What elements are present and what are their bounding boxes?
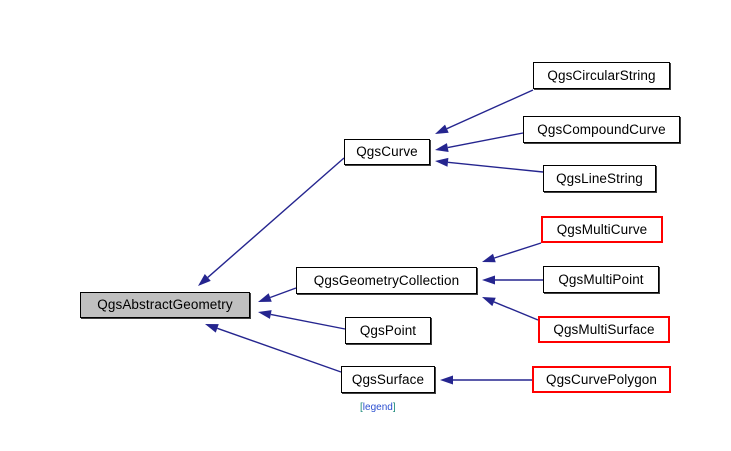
class-node-label: QgsCircularString xyxy=(547,67,656,83)
inheritance-arrow-multi-curve-to-geometry-collection xyxy=(482,242,542,263)
inheritance-arrow-multi-surface-to-geometry-collection xyxy=(482,297,539,321)
legend-open-bracket: [ xyxy=(360,402,363,413)
legend-label: legend xyxy=(362,402,393,413)
class-node-point[interactable]: QgsPoint xyxy=(345,317,431,344)
class-node-multi-curve[interactable]: QgsMultiCurve xyxy=(541,216,663,243)
class-node-label: QgsGeometryCollection xyxy=(313,272,460,288)
class-node-label: QgsMultiSurface xyxy=(553,321,655,337)
class-node-multi-surface[interactable]: QgsMultiSurface xyxy=(538,316,670,343)
inheritance-arrow-circular-string-to-curve xyxy=(435,89,534,134)
inheritance-arrow-line-string-to-curve xyxy=(435,157,544,173)
class-node-compound-curve[interactable]: QgsCompoundCurve xyxy=(523,116,680,143)
class-node-line-string[interactable]: QgsLineString xyxy=(543,165,656,192)
inheritance-arrow-point-to-abstract-geometry xyxy=(258,310,346,330)
legend-link[interactable]: [legend] xyxy=(360,402,396,413)
class-node-label: QgsMultiPoint xyxy=(558,271,644,287)
inheritance-arrow-multi-point-to-geometry-collection xyxy=(482,275,543,285)
class-node-label: QgsCurve xyxy=(356,144,418,160)
legend-close-bracket: ] xyxy=(392,402,396,413)
class-node-circular-string[interactable]: QgsCircularString xyxy=(533,62,670,89)
class-node-label: QgsLineString xyxy=(556,170,643,186)
class-node-label: QgsCompoundCurve xyxy=(537,121,666,137)
class-node-label: QgsPoint xyxy=(359,322,417,338)
class-node-label: QgsAbstractGeometry xyxy=(97,297,233,313)
class-node-label: QgsSurface xyxy=(351,371,425,387)
class-node-curve[interactable]: QgsCurve xyxy=(344,139,430,165)
inheritance-arrow-surface-to-abstract-geometry xyxy=(205,324,342,373)
class-node-label: QgsCurvePolygon xyxy=(545,371,658,387)
class-node-abstract-geometry[interactable]: QgsAbstractGeometry xyxy=(80,292,250,318)
inheritance-arrow-geometry-collection-to-abstract-geometry xyxy=(258,287,297,302)
class-node-geometry-collection[interactable]: QgsGeometryCollection xyxy=(296,267,477,294)
class-node-surface[interactable]: QgsSurface xyxy=(341,366,435,393)
class-node-curve-polygon[interactable]: QgsCurvePolygon xyxy=(532,366,671,393)
class-node-label: QgsMultiCurve xyxy=(556,221,648,237)
inheritance-arrow-curve-polygon-to-surface xyxy=(440,375,532,385)
inheritance-arrow-compound-curve-to-curve xyxy=(435,132,524,152)
class-node-multi-point[interactable]: QgsMultiPoint xyxy=(543,266,659,293)
